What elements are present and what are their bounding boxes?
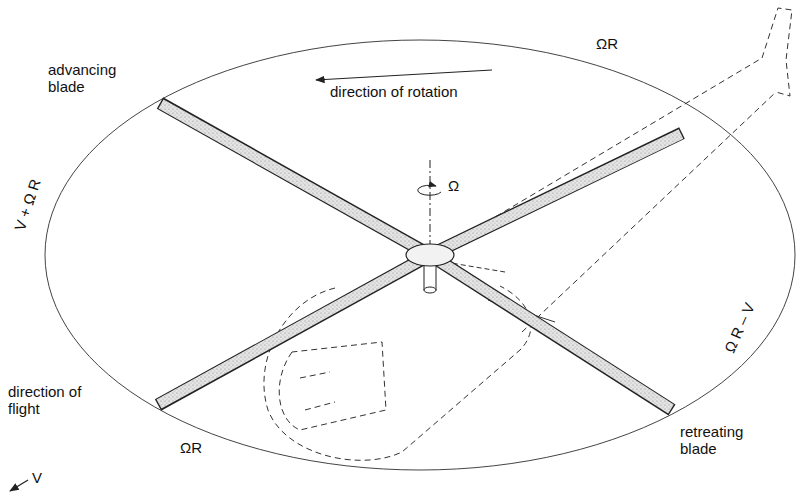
symbol-label: V [32, 470, 42, 487]
part-label: advancing blade [48, 62, 130, 95]
arrow-label: direction of flight [8, 384, 88, 417]
symbol-label: Ω [448, 178, 459, 195]
velocity-label: V + Ω R [12, 177, 44, 233]
rotation-arrow [316, 70, 492, 80]
velocity-label: Ω R – V [722, 300, 759, 355]
rotor-blades [158, 103, 682, 410]
arrow-label: direction of rotation [330, 84, 458, 101]
part-label: retreating blade [680, 424, 762, 457]
helicopter-outline [264, 8, 792, 460]
velocity-label: ΩR [180, 440, 202, 457]
rotor-hub [406, 160, 454, 293]
flight-arrow [10, 480, 28, 491]
rotor-disk [45, 40, 795, 470]
velocity-label: ΩR [596, 36, 618, 53]
